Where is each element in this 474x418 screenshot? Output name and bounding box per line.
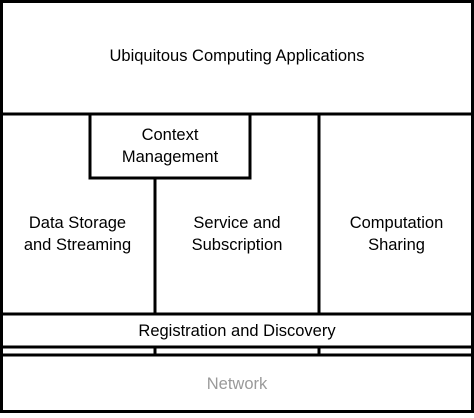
context-management-box	[88, 112, 252, 180]
